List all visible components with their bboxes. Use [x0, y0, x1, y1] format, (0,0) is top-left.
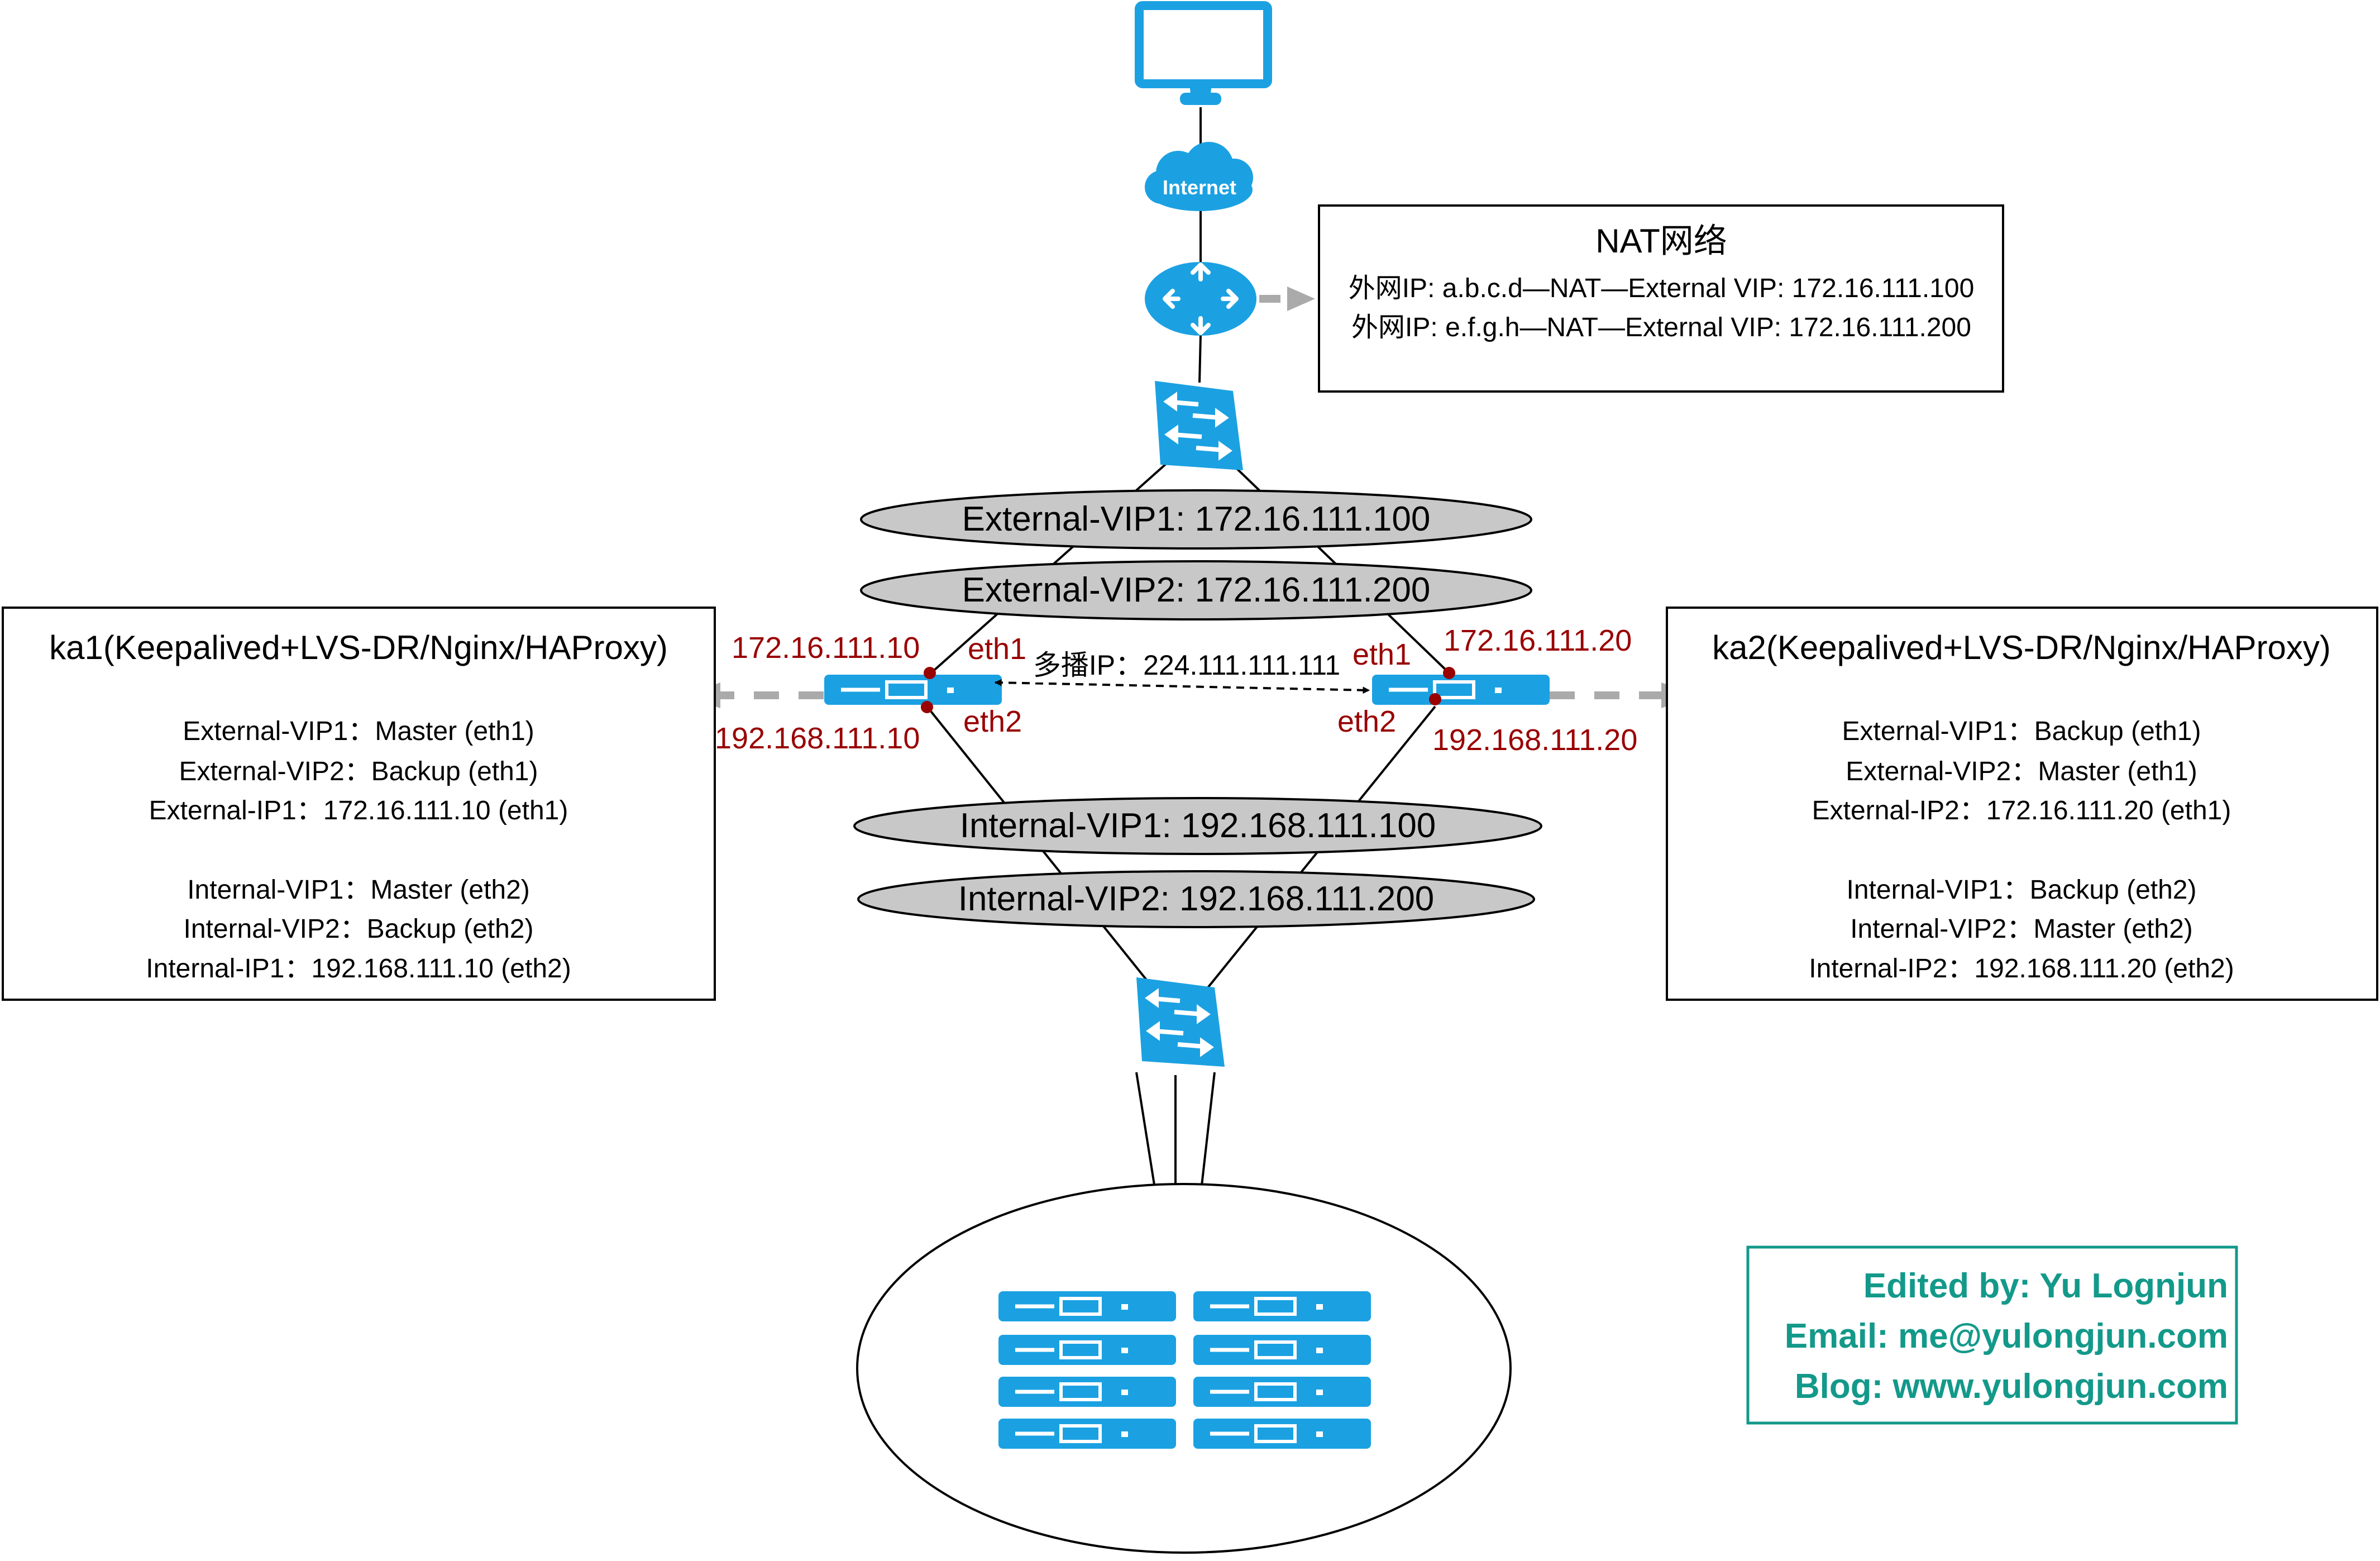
ka1-line-5: Internal-VIP2：Backup (eth2) [184, 914, 534, 944]
backend-cluster [857, 1184, 1511, 1553]
credit-blog: Blog: www.yulongjun.com [1795, 1367, 2228, 1406]
monitor-icon [1139, 6, 1268, 105]
ka2-int-ip: 192.168.111.20 [1432, 723, 1637, 757]
server-icon [1193, 1335, 1371, 1365]
ka1-eth1-port [924, 667, 936, 679]
internal-vip-1: Internal-VIP1: 192.168.111.100 [854, 798, 1541, 854]
ka1-eth2-port [921, 701, 933, 713]
nat-network-box: NAT网络 外网IP: a.b.c.d—NAT—External VIP: 17… [1319, 206, 2003, 392]
credit-editor: Edited by: Yu Lognjun [1863, 1267, 2228, 1305]
nat-line-2: 外网IP: e.f.g.h—NAT—External VIP: 172.16.1… [1351, 313, 1971, 342]
ka1-line-4: Internal-VIP1：Master (eth2) [187, 875, 530, 905]
ka1-info-box: ka1(Keepalived+LVS-DR/Nginx/HAProxy) Ext… [3, 608, 715, 1000]
internal-vip-2-label: Internal-VIP2: 192.168.111.200 [958, 880, 1435, 918]
credits-box: Edited by: Yu Lognjun Email: me@yulongju… [1748, 1247, 2236, 1423]
arrow-router-to-nat-head [1287, 287, 1315, 311]
ka2-eth2-label: eth2 [1337, 705, 1396, 738]
internal-vip-1-label: Internal-VIP1: 192.168.111.100 [960, 806, 1436, 845]
ka1-line-2: External-VIP2：Backup (eth1) [179, 757, 538, 786]
ka1-line-1: External-VIP1：Master (eth1) [183, 717, 534, 746]
ka2-line-2: External-VIP2：Master (eth1) [1846, 757, 2197, 786]
server-icon [998, 1291, 1176, 1321]
ka1-ext-ip: 172.16.111.10 [732, 631, 920, 665]
multicast-label: 多播IP：224.111.111.111 [1033, 650, 1340, 681]
ka1-eth1-label: eth1 [968, 632, 1026, 666]
server-icon [1193, 1291, 1371, 1321]
line-router-switch [1199, 335, 1201, 383]
ka2-title: ka2(Keepalived+LVS-DR/Nginx/HAProxy) [1712, 629, 2331, 666]
server-icon [998, 1335, 1176, 1365]
credit-email: Email: me@yulongjun.com [1785, 1317, 2228, 1355]
server-icon [998, 1377, 1176, 1407]
ka2-server-icon [1372, 675, 1550, 705]
ka2-eth1-label: eth1 [1353, 638, 1411, 671]
ka1-line-3: External-IP1：172.16.111.10 (eth1) [149, 796, 568, 825]
ka2-eth1-port [1443, 667, 1455, 679]
ka2-line-1: External-VIP1：Backup (eth1) [1842, 717, 2201, 746]
ka2-eth2-port [1429, 693, 1441, 705]
nat-line-1: 外网IP: a.b.c.d—NAT—External VIP: 172.16.1… [1349, 274, 1975, 303]
internal-vip-2: Internal-VIP2: 192.168.111.200 [858, 871, 1534, 927]
ka1-line-6: Internal-IP1：192.168.111.10 (eth2) [146, 954, 571, 984]
ka2-line-6: Internal-IP2：192.168.111.20 (eth2) [1809, 954, 2234, 984]
ka1-server-icon [824, 675, 1002, 705]
cloud-icon: Internet [1145, 142, 1253, 211]
ka1-title: ka1(Keepalived+LVS-DR/Nginx/HAProxy) [49, 629, 668, 666]
line-switch-cluster-3 [1201, 1072, 1215, 1195]
multicast-link [995, 682, 1369, 690]
line-switch-cluster-1 [1136, 1072, 1156, 1195]
ka2-line-3: External-IP2：172.16.111.20 (eth1) [1812, 796, 2231, 825]
nat-title: NAT网络 [1595, 222, 1727, 260]
external-vip-1: External-VIP1: 172.16.111.100 [861, 490, 1531, 548]
ka2-ext-ip: 172.16.111.20 [1444, 624, 1632, 657]
router-icon [1145, 262, 1256, 336]
server-icon [1193, 1419, 1371, 1449]
ka1-int-ip: 192.168.111.10 [715, 722, 920, 755]
external-vip-2-label: External-VIP2: 172.16.111.200 [962, 571, 1431, 609]
server-icon [998, 1419, 1176, 1449]
ka2-line-5: Internal-VIP2：Master (eth2) [1850, 914, 2193, 944]
ka2-info-box: ka2(Keepalived+LVS-DR/Nginx/HAProxy) Ext… [1667, 608, 2377, 1000]
external-vip-2: External-VIP2: 172.16.111.200 [861, 561, 1531, 619]
ka2-line-4: Internal-VIP1：Backup (eth2) [1847, 875, 2197, 905]
ka1-eth2-label: eth2 [963, 705, 1022, 738]
switch-icon [1155, 381, 1243, 470]
server-icon [1193, 1377, 1371, 1407]
internet-label: Internet [1163, 176, 1236, 199]
external-vip-1-label: External-VIP1: 172.16.111.100 [962, 500, 1431, 538]
internal-switch-icon [1136, 977, 1225, 1067]
